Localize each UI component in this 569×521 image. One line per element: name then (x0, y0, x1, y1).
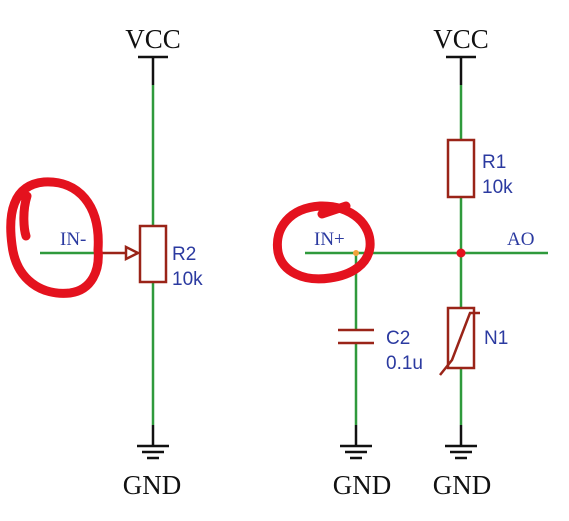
annotation-circle-in-plus (272, 201, 375, 284)
ref-c2: C2 (386, 328, 410, 349)
capacitor-c2 (338, 328, 374, 345)
gnd-symbol-c2-icon (340, 425, 372, 460)
net-label-in-plus: IN+ (314, 229, 345, 250)
left-circuit: VCC IN- R2 10k GND (40, 24, 203, 500)
junction-dot-main (456, 248, 466, 258)
ref-r1: R1 (482, 152, 506, 173)
thermistor-n1 (439, 306, 480, 376)
value-r2: 10k (172, 269, 203, 290)
value-r1: 10k (482, 177, 513, 198)
potentiometer-r2 (138, 224, 168, 284)
vcc-label-left: VCC (125, 24, 181, 54)
value-c2: 0.1u (386, 353, 423, 374)
gnd-label-c2: GND (333, 470, 392, 500)
gnd-symbol-left-icon (137, 425, 169, 460)
annotation-circle-in-minus (6, 177, 103, 298)
net-label-ao: AO (507, 229, 534, 250)
resistor-r1 (446, 138, 476, 199)
wiper-arrow-icon (124, 244, 141, 262)
junction-dot-cap (353, 250, 359, 256)
vcc-label-right: VCC (433, 24, 489, 54)
net-label-in-minus: IN- (60, 229, 86, 250)
right-circuit: VCC R1 10k C2 0.1u N1 IN+ AO (305, 24, 548, 500)
ref-n1: N1 (484, 328, 508, 349)
ref-r2: R2 (172, 244, 196, 265)
gnd-label-left: GND (123, 470, 182, 500)
gnd-symbol-n1-icon (445, 425, 477, 460)
gnd-label-n1: GND (433, 470, 492, 500)
